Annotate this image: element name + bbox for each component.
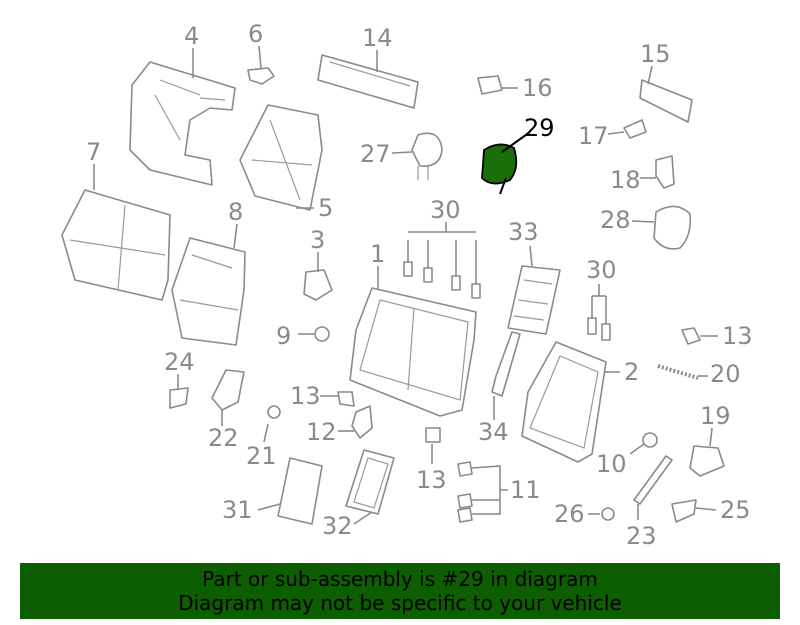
label-34: 34 xyxy=(478,418,509,446)
part-18-guide[interactable] xyxy=(655,155,675,189)
label-12: 12 xyxy=(306,418,337,446)
label-23: 23 xyxy=(626,522,657,550)
part-33-mat[interactable] xyxy=(507,265,561,335)
label-6: 6 xyxy=(248,20,263,48)
label-5: 5 xyxy=(318,194,333,222)
part-23-trim[interactable] xyxy=(633,455,673,505)
label-25: 25 xyxy=(720,496,751,524)
banner-line-2: Diagram may not be specific to your vehi… xyxy=(178,591,622,615)
leader-25 xyxy=(695,507,717,511)
part-28-headrest[interactable] xyxy=(653,205,692,250)
leader-21 xyxy=(263,423,269,443)
leader-15 xyxy=(647,65,653,85)
label-1: 1 xyxy=(370,240,385,268)
part-15-panel[interactable] xyxy=(639,79,693,123)
label-17: 17 xyxy=(578,122,609,150)
label-29: 29 xyxy=(524,114,555,142)
label-30-left: 30 xyxy=(430,196,461,224)
label-9: 9 xyxy=(276,322,291,350)
leader-29 xyxy=(501,131,531,153)
label-22: 22 xyxy=(208,424,239,452)
banner-line-1: Part or sub-assembly is #29 in diagram xyxy=(202,567,598,591)
leader-33 xyxy=(529,245,533,267)
info-banner: Part or sub-assembly is #29 in diagram D… xyxy=(20,563,780,619)
label-24: 24 xyxy=(164,348,195,376)
label-13-middle: 13 xyxy=(290,382,321,410)
label-2: 2 xyxy=(624,358,639,386)
part-12-hinge[interactable] xyxy=(351,405,373,439)
leader-6 xyxy=(258,45,262,69)
label-4: 4 xyxy=(184,22,199,50)
part-8-seatback-cover[interactable] xyxy=(171,237,246,346)
part-14-panel[interactable] xyxy=(317,54,419,109)
label-26: 26 xyxy=(554,500,585,528)
leader-17 xyxy=(607,131,625,135)
part-17-clip[interactable] xyxy=(623,119,647,139)
part-34-trim[interactable] xyxy=(491,331,521,397)
part-9-nut[interactable] xyxy=(314,326,330,342)
part-13-clip-right[interactable] xyxy=(681,327,701,345)
label-14: 14 xyxy=(362,24,393,52)
part-7-seatback-cover[interactable] xyxy=(61,189,171,301)
part-3-bracket[interactable] xyxy=(303,269,333,301)
label-27: 27 xyxy=(360,140,391,168)
label-8: 8 xyxy=(228,198,243,226)
leader-8 xyxy=(233,223,238,249)
leader-32 xyxy=(353,511,373,525)
part-6-clip[interactable] xyxy=(247,67,275,85)
part-13-clip-lower[interactable] xyxy=(425,427,441,443)
part-1-seatback-frame[interactable] xyxy=(349,287,477,417)
part-4-seatback-cover[interactable] xyxy=(129,61,236,186)
leader-31 xyxy=(257,503,281,511)
part-5-seatback-cushion[interactable] xyxy=(239,104,323,211)
part-32-panel[interactable] xyxy=(345,449,395,515)
label-30-right: 30 xyxy=(586,256,617,284)
part-25-bracket[interactable] xyxy=(671,499,697,523)
label-15: 15 xyxy=(640,40,671,68)
leader-19 xyxy=(709,427,713,447)
part-30-bolts-right[interactable] xyxy=(587,284,611,341)
label-21: 21 xyxy=(246,442,277,470)
part-26-nut[interactable] xyxy=(601,507,615,521)
label-32: 32 xyxy=(322,512,353,540)
label-11: 11 xyxy=(510,476,541,504)
leader-27 xyxy=(391,151,413,154)
part-2-seatback-frame[interactable] xyxy=(521,341,607,463)
label-33: 33 xyxy=(508,218,539,246)
part-16-bracket[interactable] xyxy=(477,75,503,95)
label-13-right: 13 xyxy=(722,322,753,350)
leader-28 xyxy=(631,220,655,223)
label-16: 16 xyxy=(522,74,553,102)
parts-diagram: 4 6 14 16 15 5 27 29 xyxy=(61,20,753,550)
part-21-nut[interactable] xyxy=(267,405,281,419)
part-20-spring[interactable] xyxy=(657,364,699,380)
part-22-cover[interactable] xyxy=(211,369,245,411)
part-31-pad[interactable] xyxy=(277,457,323,525)
label-7: 7 xyxy=(86,138,101,166)
part-11-clips[interactable] xyxy=(457,461,508,523)
part-27-headrest[interactable] xyxy=(411,132,443,180)
label-20: 20 xyxy=(710,360,741,388)
label-28: 28 xyxy=(600,206,631,234)
part-30-bolts-left[interactable] xyxy=(403,222,481,299)
label-19: 19 xyxy=(700,402,731,430)
label-13-lower: 13 xyxy=(416,466,447,494)
label-3: 3 xyxy=(310,226,325,254)
part-19-bracket[interactable] xyxy=(689,445,725,477)
label-18: 18 xyxy=(610,166,641,194)
part-10-nut[interactable] xyxy=(642,432,658,448)
part-24-bracket[interactable] xyxy=(169,387,189,409)
label-31: 31 xyxy=(222,496,253,524)
part-13-clip-middle[interactable] xyxy=(337,391,355,407)
part-29-headrest-highlighted[interactable] xyxy=(481,143,518,195)
leader-10 xyxy=(629,443,645,455)
label-10: 10 xyxy=(596,450,627,478)
